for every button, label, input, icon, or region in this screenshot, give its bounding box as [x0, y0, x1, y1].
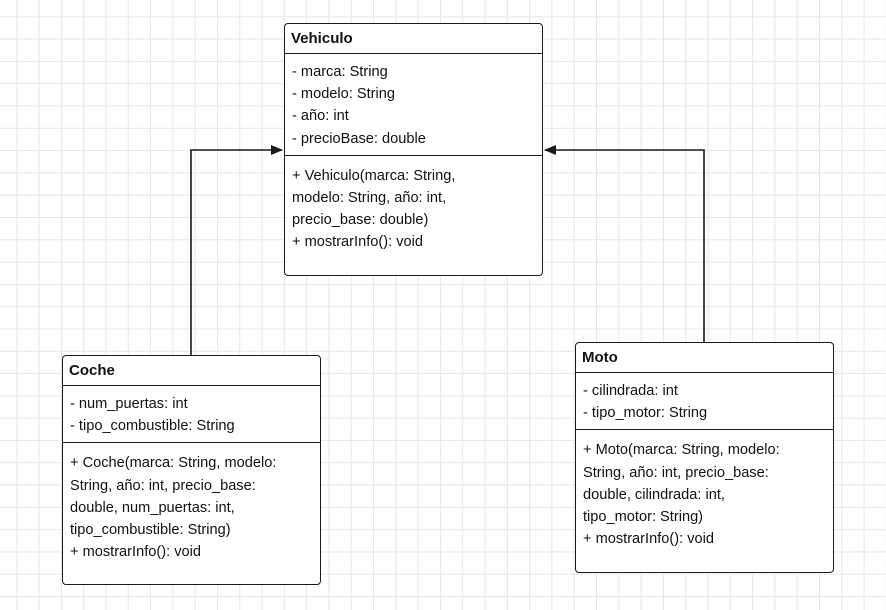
method-line: double, num_puertas: int,	[70, 499, 235, 516]
class-moto[interactable]: Moto - cilindrada: int - tipo_motor: Str…	[575, 342, 834, 573]
attribute: - modelo: String	[292, 86, 396, 103]
class-vehiculo-attributes: - marca: String - modelo: String - año: …	[285, 54, 542, 155]
method-line: modelo: String, año: int,	[292, 190, 447, 207]
class-moto-name: Moto	[576, 343, 833, 373]
class-vehiculo-name: Vehiculo	[285, 24, 542, 54]
class-coche-name: Coche	[63, 356, 320, 386]
class-coche[interactable]: Coche - num_puertas: int - tipo_combusti…	[62, 355, 321, 585]
class-vehiculo-methods: + Vehiculo(marca: String, modelo: String…	[285, 154, 542, 259]
coche-to-vehiculo-arrow	[190, 145, 283, 356]
method-line: + Vehiculo(marca: String,	[292, 167, 456, 184]
attribute: - tipo_motor: String	[583, 405, 708, 422]
moto-to-vehiculo-arrow	[544, 145, 705, 343]
method-line: tipo_combustible: String)	[70, 522, 231, 539]
method-line: + mostrarInfo(): void	[292, 234, 423, 251]
method-line: precio_base: double)	[292, 212, 429, 229]
attribute: - año: int	[292, 108, 349, 125]
method-line: double, cilindrada: int,	[583, 486, 725, 503]
method-line: + Moto(marca: String, modelo:	[583, 442, 780, 459]
attribute: - cilindrada: int	[583, 383, 678, 399]
class-vehiculo[interactable]: Vehiculo - marca: String - modelo: Strin…	[284, 23, 543, 276]
attribute: - marca: String	[292, 64, 388, 80]
method-line: tipo_motor: String)	[583, 509, 704, 526]
class-moto-methods: + Moto(marca: String, modelo: String, añ…	[576, 429, 833, 555]
class-coche-attributes: - num_puertas: int - tipo_combustible: S…	[63, 386, 320, 442]
method-line: + mostrarInfo(): void	[70, 544, 201, 561]
class-moto-attributes: - cilindrada: int - tipo_motor: String	[576, 373, 833, 429]
method-line: + Coche(marca: String, modelo:	[70, 455, 277, 472]
method-line: String, año: int, precio_base:	[70, 477, 256, 494]
attribute: - precioBase: double	[292, 130, 426, 147]
attribute: - num_puertas: int	[70, 396, 188, 412]
method-line: String, año: int, precio_base:	[583, 464, 769, 481]
method-line: + mostrarInfo(): void	[583, 531, 714, 548]
class-coche-methods: + Coche(marca: String, modelo: String, a…	[63, 442, 320, 568]
attribute: - tipo_combustible: String	[70, 418, 235, 435]
